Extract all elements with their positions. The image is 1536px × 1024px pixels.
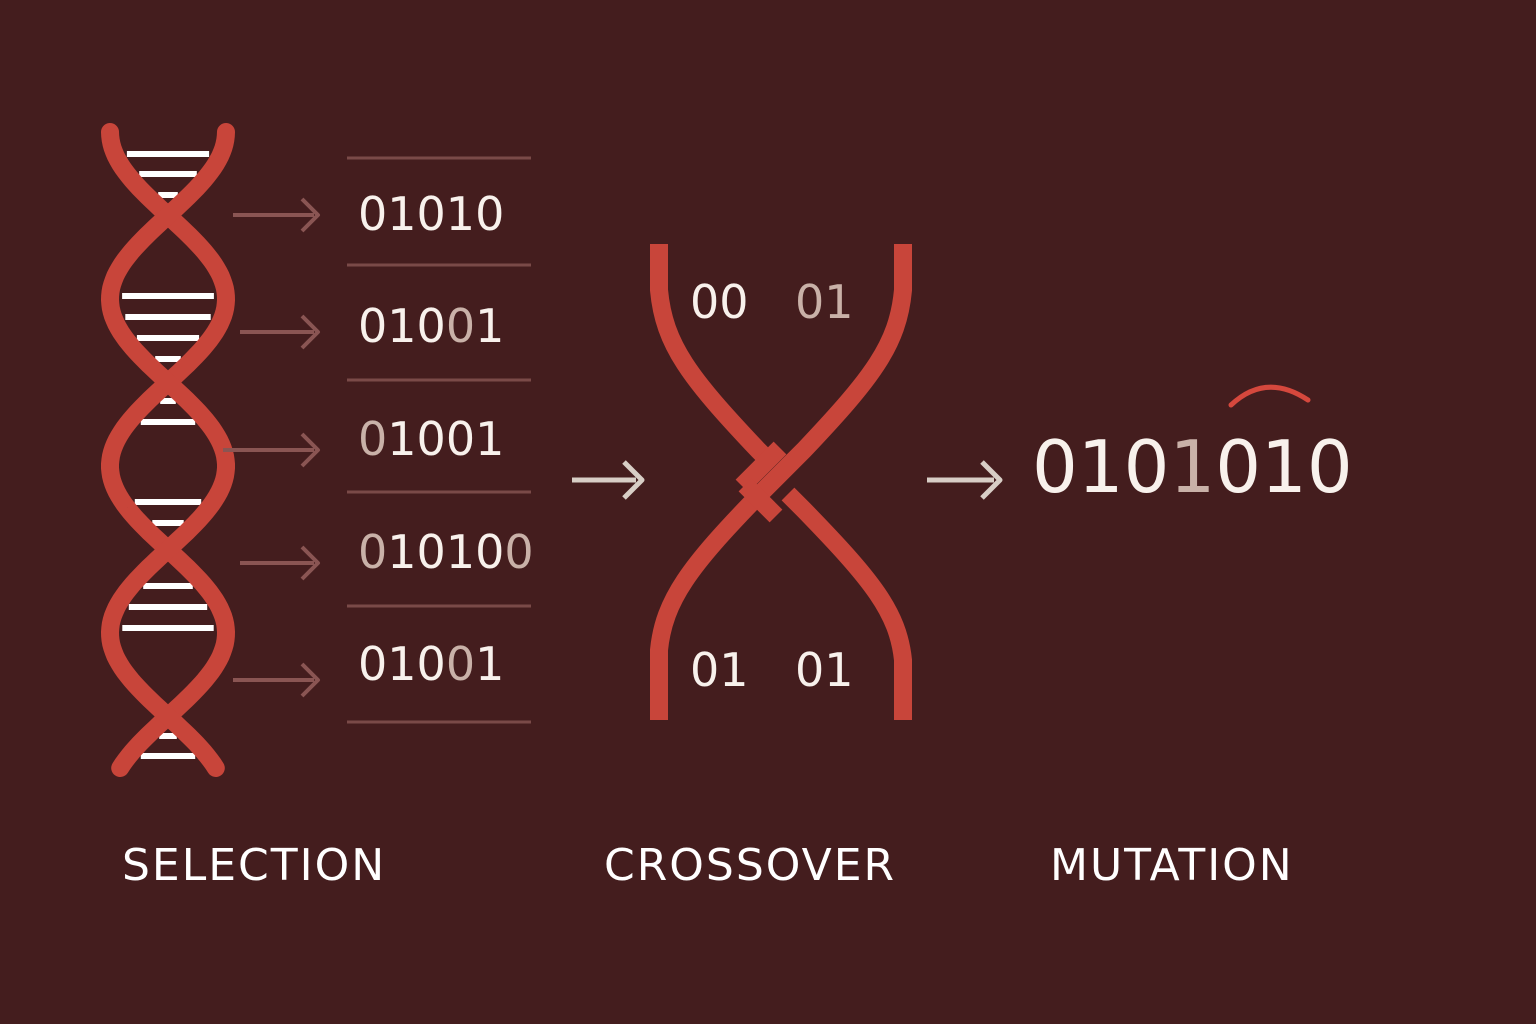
binary-row-5: 01001 [358, 637, 504, 691]
crossover-label: CROSSOVER [604, 840, 896, 891]
dna-rungs [122, 151, 214, 759]
crossed-strands-icon [650, 244, 912, 720]
mutation-binary: 0101010 [1032, 425, 1353, 509]
dna-helix-icon [100, 123, 236, 777]
right-arrow-icon [927, 460, 1003, 500]
mutation-arc-icon [1228, 384, 1311, 408]
right-arrow-icon [240, 314, 320, 350]
selection-dividers [347, 156, 531, 724]
crossover-strand-right-to-left [650, 244, 912, 720]
crossover-top-bits: 00 01 [690, 275, 854, 329]
right-arrow-icon [572, 460, 645, 500]
selection-binary-list: 01010 01001 01001 010100 01001 [358, 187, 534, 691]
crossover-top-left-bits: 00 [690, 275, 749, 329]
right-arrow-icon [233, 197, 320, 233]
crossover-bottom-left-bits: 01 [690, 643, 749, 697]
binary-row-1: 01010 [358, 187, 504, 241]
binary-row-2: 01001 [358, 299, 504, 353]
crossover-strand-lower-right [781, 487, 912, 720]
right-arrow-icon [233, 662, 320, 698]
selection-label: SELECTION [122, 840, 386, 891]
right-arrow-icon [223, 432, 320, 468]
crossover-top-right-bits: 01 [795, 275, 854, 329]
crossover-knot [735, 441, 787, 493]
mutation-label: MUTATION [1050, 840, 1294, 891]
crossover-bottom-bits: 01 01 [690, 643, 854, 697]
selection-arrows [223, 197, 320, 698]
crossover-bottom-right-bits: 01 [795, 643, 854, 697]
crossover-strand-upper-left [650, 244, 781, 473]
binary-row-4: 010100 [358, 525, 534, 579]
dna-strand-left [101, 123, 236, 777]
binary-row-3: 01001 [358, 412, 504, 466]
right-arrow-icon [240, 545, 320, 581]
